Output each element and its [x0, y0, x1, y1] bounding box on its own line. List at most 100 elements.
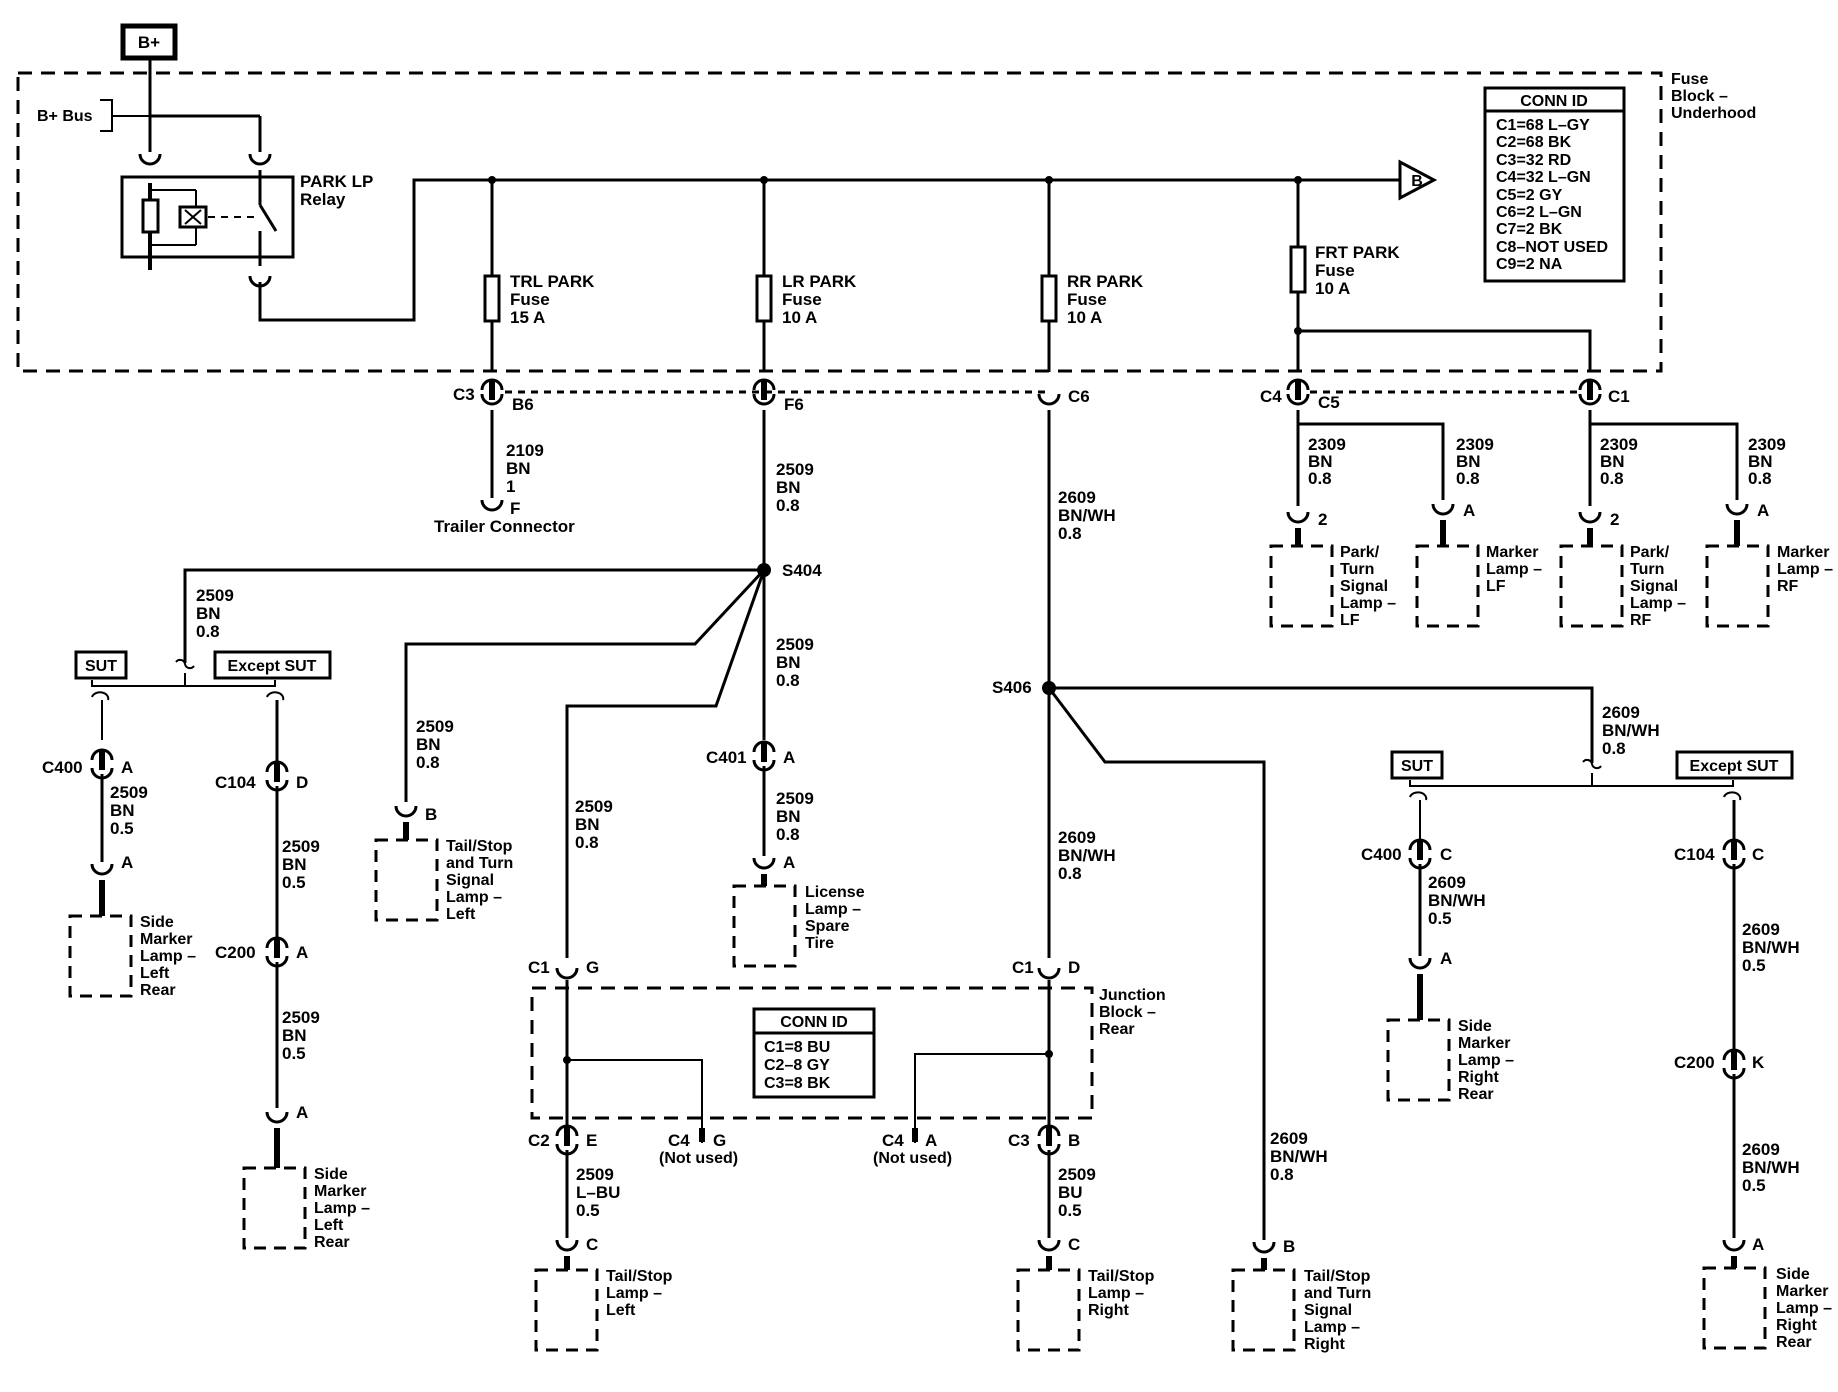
- svg-text:2509: 2509: [575, 797, 613, 816]
- svg-text:2609: 2609: [1058, 488, 1096, 507]
- svg-text:Lamp –: Lamp –: [314, 1200, 370, 1217]
- svg-text:B: B: [1068, 1131, 1080, 1150]
- svg-text:BN/WH: BN/WH: [1428, 891, 1486, 910]
- svg-text:Left: Left: [446, 906, 476, 923]
- splice-s406-label: S406: [992, 678, 1032, 697]
- pin-f6: F6: [784, 395, 804, 414]
- svg-text:A: A: [1440, 949, 1452, 968]
- option-sut-right: [1390, 750, 1444, 780]
- svg-text:Junction: Junction: [1099, 987, 1166, 1004]
- svg-text:LR PARK: LR PARK: [782, 272, 857, 291]
- svg-text:Left: Left: [140, 965, 170, 982]
- svg-text:and Turn: and Turn: [1304, 1285, 1371, 1302]
- svg-text:0.8: 0.8: [776, 671, 800, 690]
- svg-text:LF: LF: [1340, 612, 1360, 629]
- svg-text:B: B: [1283, 1237, 1295, 1256]
- svg-text:BN/WH: BN/WH: [1602, 721, 1660, 740]
- svg-text:BN: BN: [506, 459, 531, 478]
- svg-text:Rear: Rear: [140, 982, 176, 999]
- svg-text:0.8: 0.8: [776, 496, 800, 515]
- junction-unused-c4-a: C4 A (Not used): [873, 1131, 952, 1167]
- svg-text:(Not used): (Not used): [873, 1150, 952, 1167]
- svg-text:Fuse: Fuse: [1671, 71, 1708, 88]
- svg-text:Block –: Block –: [1099, 1004, 1156, 1021]
- svg-text:Side: Side: [1458, 1018, 1492, 1035]
- svg-text:C1=68 L–GY: C1=68 L–GY: [1496, 117, 1590, 134]
- splice-s404-label: S404: [782, 561, 822, 580]
- svg-text:Lamp –: Lamp –: [1340, 595, 1396, 612]
- svg-text:Lamp –: Lamp –: [1486, 561, 1542, 578]
- svg-text:L–BU: L–BU: [576, 1183, 620, 1202]
- svg-text:Fuse: Fuse: [1315, 261, 1355, 280]
- svg-text:Tail/Stop: Tail/Stop: [606, 1268, 673, 1285]
- svg-text:10 A: 10 A: [1315, 279, 1350, 298]
- svg-text:Marker: Marker: [1776, 1283, 1828, 1300]
- svg-text:0.5: 0.5: [1742, 956, 1766, 975]
- svg-text:D: D: [296, 773, 308, 792]
- svg-text:2509: 2509: [110, 783, 148, 802]
- svg-text:2309: 2309: [1748, 435, 1786, 454]
- svg-text:BN: BN: [1308, 452, 1333, 471]
- svg-text:10 A: 10 A: [782, 308, 817, 327]
- svg-text:License: License: [805, 884, 865, 901]
- svg-text:Lamp –: Lamp –: [1776, 1300, 1832, 1317]
- svg-text:C3: C3: [1008, 1131, 1030, 1150]
- svg-text:0.8: 0.8: [1456, 469, 1480, 488]
- svg-text:C2=68 BK: C2=68 BK: [1496, 134, 1572, 151]
- svg-text:A: A: [121, 853, 133, 872]
- svg-text:RF: RF: [1777, 578, 1799, 595]
- svg-text:2609: 2609: [1058, 828, 1096, 847]
- svg-text:A: A: [783, 853, 795, 872]
- svg-text:C401: C401: [706, 748, 747, 767]
- svg-text:A: A: [1463, 501, 1475, 520]
- svg-text:SUT: SUT: [1401, 758, 1433, 775]
- svg-text:C400: C400: [42, 758, 83, 777]
- junction-unused-c4-g: C4 G (Not used): [659, 1131, 738, 1167]
- svg-text:Rear: Rear: [1099, 1021, 1135, 1038]
- svg-text:BN: BN: [776, 653, 801, 672]
- svg-text:Right: Right: [1304, 1336, 1346, 1353]
- conn-c6: C6: [1068, 387, 1090, 406]
- svg-text:0.5: 0.5: [282, 1044, 306, 1063]
- svg-text:C: C: [1752, 845, 1764, 864]
- svg-text:1: 1: [506, 477, 515, 496]
- fuse-rr-park: RR PARK Fuse 10 A: [1040, 176, 1144, 372]
- svg-text:2: 2: [1318, 510, 1327, 529]
- svg-text:15 A: 15 A: [510, 308, 545, 327]
- conn-c4: C4: [1260, 387, 1282, 406]
- svg-text:A: A: [121, 758, 133, 777]
- svg-text:Marker: Marker: [314, 1183, 366, 1200]
- svg-text:Side: Side: [140, 914, 174, 931]
- svg-text:BN: BN: [110, 801, 135, 820]
- svg-text:Turn: Turn: [1630, 561, 1664, 578]
- svg-text:BN/WH: BN/WH: [1270, 1147, 1328, 1166]
- svg-text:2509: 2509: [776, 635, 814, 654]
- svg-text:Rear: Rear: [1458, 1086, 1494, 1103]
- svg-text:2309: 2309: [1456, 435, 1494, 454]
- svg-text:BN: BN: [282, 1026, 307, 1045]
- svg-text:C3=32 RD: C3=32 RD: [1496, 152, 1571, 169]
- svg-text:C9=2 NA: C9=2 NA: [1496, 256, 1563, 273]
- svg-text:Except SUT: Except SUT: [1690, 758, 1779, 775]
- svg-text:E: E: [586, 1131, 597, 1150]
- svg-text:A: A: [925, 1131, 937, 1150]
- svg-text:C7=2 BK: C7=2 BK: [1496, 221, 1563, 238]
- svg-text:Fuse: Fuse: [1067, 290, 1107, 309]
- svg-text:Relay: Relay: [300, 190, 346, 209]
- junction-block-conn-id-table: CONN ID C1=8 BU C2–8 GY C3=8 BK: [752, 1007, 876, 1099]
- svg-text:and Turn: and Turn: [446, 855, 513, 872]
- svg-text:0.5: 0.5: [1742, 1176, 1766, 1195]
- svg-text:BN: BN: [575, 815, 600, 834]
- svg-text:0.5: 0.5: [1058, 1201, 1082, 1220]
- svg-text:Side: Side: [314, 1166, 348, 1183]
- option-except-sut-right: [1675, 750, 1794, 780]
- svg-text:Lamp –: Lamp –: [1088, 1285, 1144, 1302]
- svg-text:Tail/Stop: Tail/Stop: [446, 838, 513, 855]
- svg-text:C1: C1: [528, 958, 550, 977]
